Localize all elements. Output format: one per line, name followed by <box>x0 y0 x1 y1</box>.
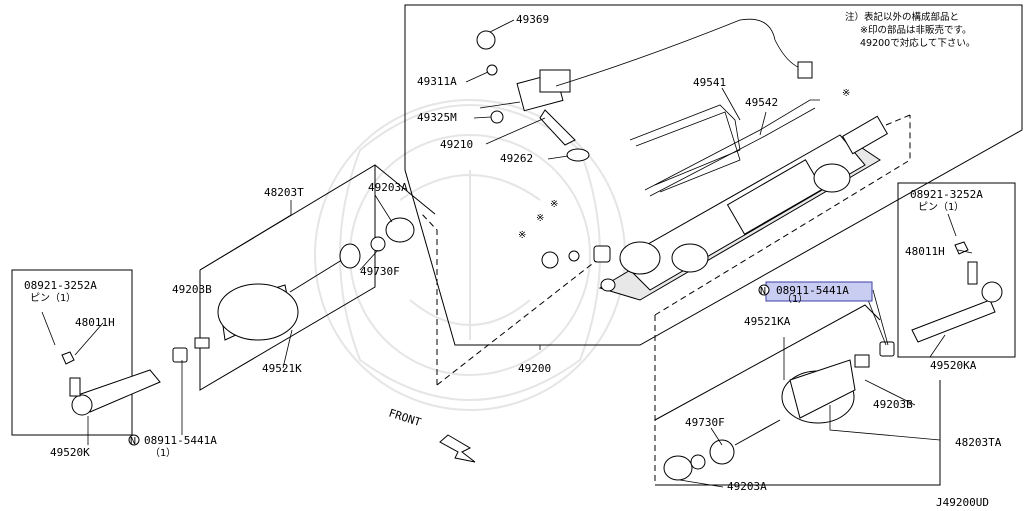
label-left-pin-code[interactable]: 08921-3252A <box>24 279 97 292</box>
rack-assembly-frame <box>404 4 1023 346</box>
label-right-pin-sub: ピン（1） <box>918 201 964 213</box>
label-48203t[interactable]: 48203T <box>264 186 304 199</box>
left-boot-dash-guide <box>419 211 611 386</box>
label-49203b-right[interactable]: 49203B <box>873 398 913 411</box>
label-49542[interactable]: 49542 <box>745 96 778 109</box>
label-49203a-bottom[interactable]: 49203A <box>727 480 767 493</box>
label-48011h-right[interactable]: 48011H <box>905 245 945 258</box>
seal-parts <box>541 245 611 269</box>
leader-lines <box>74 19 973 488</box>
label-left-nut-code[interactable]: 08911-5441A <box>144 434 217 447</box>
pinion-valve-housing <box>476 18 813 162</box>
label-49521ka[interactable]: 49521KA <box>744 315 791 328</box>
label-49520k[interactable]: 49520K <box>50 446 90 459</box>
right-tie-rod-end <box>911 213 1003 343</box>
nut-symbol-right: N <box>760 286 766 297</box>
label-right-nut-code[interactable]: 08911-5441A <box>776 284 849 297</box>
nut-symbol-left: N <box>130 436 136 447</box>
asterisk-mark-3: ※ <box>536 213 544 224</box>
label-49730f-left[interactable]: 49730F <box>360 265 400 278</box>
label-49730f-right[interactable]: 49730F <box>685 416 725 429</box>
steering-rack-body <box>598 115 889 301</box>
label-right-nut-qty: （1） <box>782 293 808 305</box>
asterisk-mark-2: ※ <box>550 199 558 210</box>
front-label: FRONT <box>387 406 423 429</box>
right-boot-cage <box>654 304 941 486</box>
label-49520ka[interactable]: 49520KA <box>930 359 977 372</box>
label-49369[interactable]: 49369 <box>516 13 549 26</box>
right-tie-rod-assembly <box>663 341 895 481</box>
label-48011h-left[interactable]: 48011H <box>75 316 115 329</box>
label-49521k[interactable]: 49521K <box>262 362 302 375</box>
label-49311a[interactable]: 49311A <box>417 75 457 88</box>
nut-symbol-right-circle <box>758 284 770 296</box>
label-49262[interactable]: 49262 <box>500 152 533 165</box>
label-49203b-left[interactable]: 49203B <box>172 283 212 296</box>
label-49210[interactable]: 49210 <box>440 138 473 151</box>
label-49325m[interactable]: 49325M <box>417 111 457 124</box>
left-tie-rod-end <box>41 311 161 416</box>
note-line-3: 49200で対応して下さい。 <box>860 37 975 49</box>
right-tie-rod-box <box>897 182 1016 358</box>
diagram-code: J49200UD <box>936 496 989 509</box>
front-direction-arrow <box>439 434 476 463</box>
hydraulic-lines <box>629 99 820 197</box>
label-49203a-top[interactable]: 49203A <box>368 181 408 194</box>
label-48203ta[interactable]: 48203TA <box>955 436 1002 449</box>
label-right-pin-code[interactable]: 08921-3252A <box>910 188 983 201</box>
label-49541[interactable]: 49541 <box>693 76 726 89</box>
note-line-2: ※印の部品は非販売です。 <box>860 24 972 36</box>
label-49200[interactable]: 49200 <box>518 362 551 375</box>
label-left-pin-sub: ピン（1） <box>30 292 76 304</box>
nut-symbol-left-circle <box>128 434 140 446</box>
asterisk-mark-4: ※ <box>518 230 526 241</box>
asterisk-mark-1: ※ <box>842 88 850 99</box>
note-line-1: 注）表記以外の構成部品と <box>845 11 959 23</box>
left-tie-rod-assembly <box>172 217 415 363</box>
label-left-nut-qty: （1） <box>150 447 176 459</box>
